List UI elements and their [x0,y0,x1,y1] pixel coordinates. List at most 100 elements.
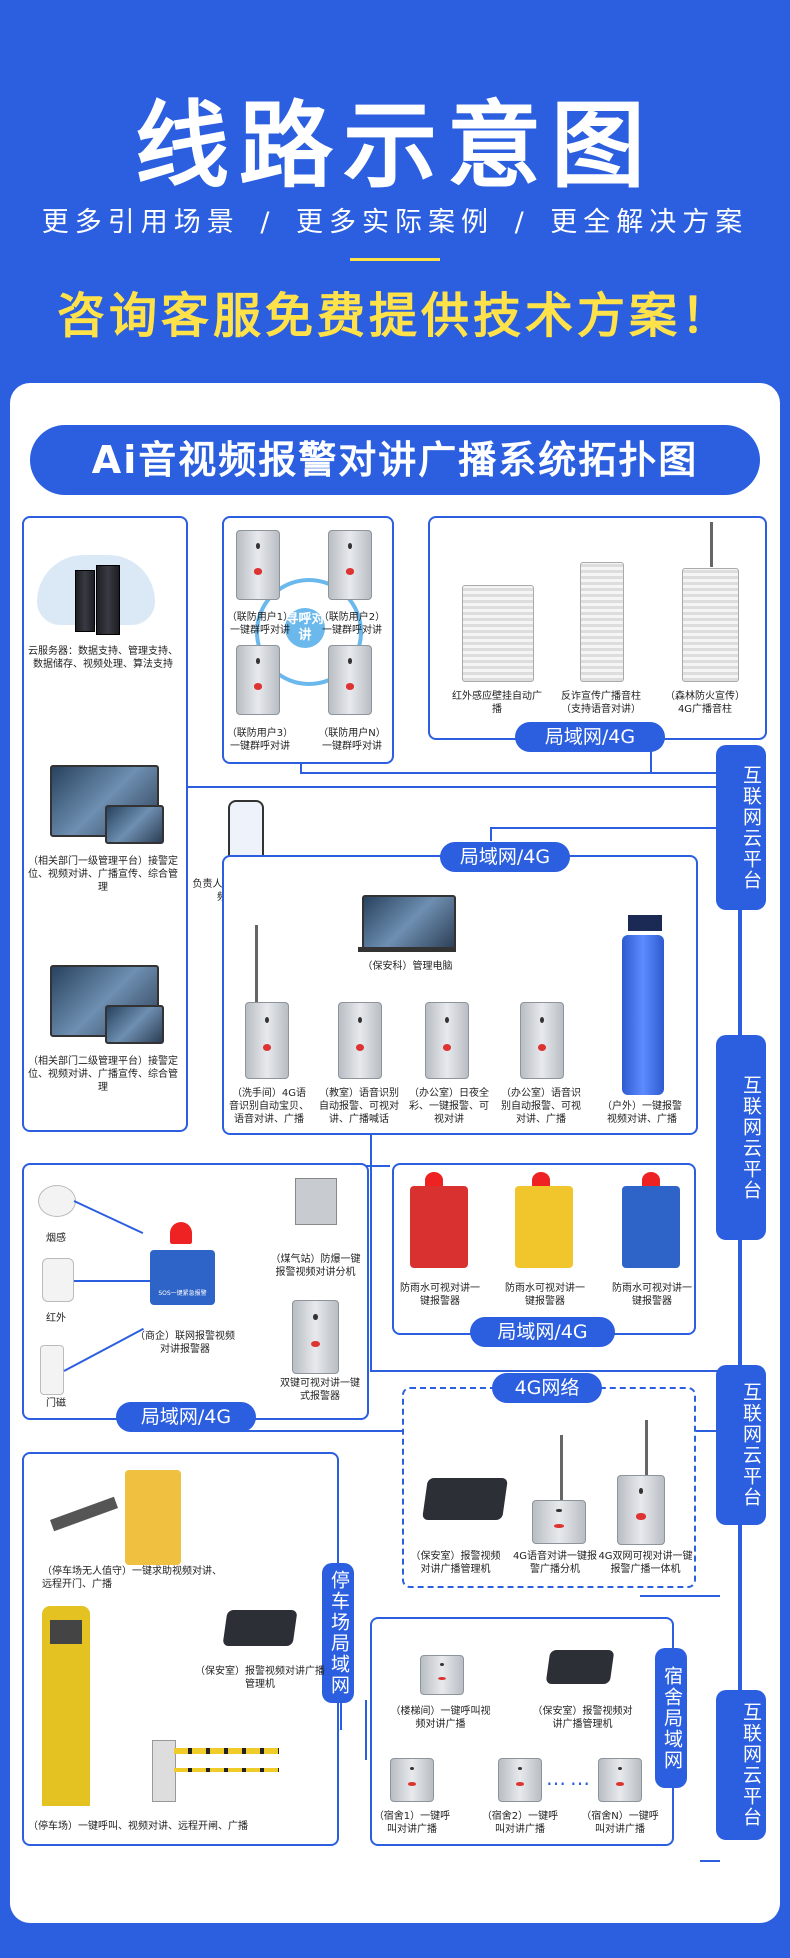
stair-caption: （楼梯间）一键呼叫视频对讲广播 [390,1706,491,1730]
topology-banner: Ai音视频报警对讲广播系统拓扑图 [30,425,760,495]
intercom-device-icon [520,1002,564,1079]
link-users-cloud [300,772,720,774]
gas-station-caption: （煤气站）防爆一键报警视频对讲分机 [270,1254,361,1278]
internet-cloud-bar-1: 互联网云平台 [716,745,766,910]
user-3-caption: （联防用户3）一键群呼对讲 [226,728,294,752]
dorm-panel [370,1617,674,1846]
blue-rainproof-alarm-icon [622,1186,680,1268]
4g-voice-caption: 4G语音对讲一键报警广播分机 [512,1551,598,1575]
lan-4g-label-1: 局域网/4G [515,722,665,752]
infrared-sensor-icon [42,1258,74,1302]
explosion-proof-box-icon [295,1178,337,1225]
platform-1-caption: （相关部门一级管理平台）接警定位、视频对讲、广播宣传、综合管理 [28,856,178,893]
laptop-icon [105,1005,164,1044]
console-icon [545,1650,615,1684]
alarm-light-icon [170,1222,192,1244]
smoke-detector-icon [38,1185,76,1217]
intercom-device-icon [328,645,372,715]
door-magnet-icon [40,1345,64,1395]
rainproof-3-caption: 防雨水可视对讲一键报警器 [612,1283,692,1307]
antenna-icon [255,925,258,1005]
server-rack-icon [96,565,120,635]
antenna-icon [645,1420,648,1475]
laptop-base [358,947,456,952]
4g-dual-caption: 4G双网可视对讲一键报警广播一体机 [598,1551,693,1575]
sensor-link [74,1280,150,1282]
group-call-hub: 寻呼对讲 [285,608,325,648]
parking-lan-bar: 停车场局域网 [322,1563,354,1703]
cloud-trunk-line [738,910,742,1690]
video-intercom-icon [425,1002,469,1079]
link-merchant-rain [370,1115,372,1370]
link-merchant-right [365,1165,390,1167]
user-1-caption: （联防用户1）一键群呼对讲 [226,612,294,636]
laptop-icon [362,895,456,951]
campus-device-panel [222,855,698,1135]
page-title: 线路示意图 [134,92,655,201]
alarm-light-icon [532,1172,550,1188]
internet-cloud-bar-4: 互联网云平台 [716,1690,766,1840]
server-rack-icon [75,570,95,632]
antenna-icon [560,1435,563,1500]
intercom-device-icon [245,1002,289,1079]
user-n-caption: （联防用户N）一键群呼对讲 [318,728,386,752]
link-parking-dorm [365,1700,367,1760]
rainproof-1-caption: 防雨水可视对讲一键报警器 [400,1283,480,1307]
campus-device-1-caption: （洗手间）4G语音识别自动宝贝、语音对讲、广播 [229,1088,309,1125]
parking-console-caption: （保安室）报警视频对讲广播管理机 [195,1666,325,1690]
link-dorm-cloud [700,1860,720,1862]
campus-device-2-caption: （教室）语音识别自动报警、可视对讲、广播喊话 [319,1088,399,1125]
link-campus-down [490,827,492,841]
link-4g-cloud [640,1595,720,1597]
red-rainproof-alarm-icon [410,1186,468,1268]
dual-button-alarm-icon [292,1300,339,1374]
barrier-fence-icon [174,1768,279,1772]
laptop-icon [105,805,164,844]
user-2-caption: （联防用户2）一键群呼对讲 [318,612,386,636]
4g-console-caption: （保安室）报警视频对讲广播管理机 [410,1551,501,1575]
dorm-2-caption: （宿舍2）一键呼叫对讲广播 [481,1811,559,1835]
stair-intercom-icon [420,1655,464,1695]
link-campus-cloud [490,827,720,829]
link-left-cloud [185,786,720,788]
dual-button-caption: 双键可视对讲一键式报警器 [280,1378,360,1402]
dorm-1-caption: （宿舍1）一键呼叫对讲广播 [373,1811,451,1835]
outdoor-alarm-pole-icon [622,935,664,1095]
lan-4g-label-2: 局域网/4G [440,842,570,872]
lan-4g-label-4: 局域网/4G [470,1317,615,1347]
dorm-lan-bar: 宿舍局域网 [655,1648,687,1788]
solar-panel-icon [628,915,662,931]
intercom-device-icon [236,530,280,600]
4g-dual-network-icon [617,1475,665,1545]
barrier-arm-icon [174,1748,279,1754]
wall-speaker-icon [462,585,534,682]
smoke-caption: 烟感 [46,1233,66,1244]
speaker-2-caption: 反诈宣传广播音柱（支持语音对讲） [561,691,641,715]
speaker-3-caption: （森林防火宣传）4G广播音柱 [665,691,745,715]
security-pc-caption: （保安科）管理电脑 [362,961,453,972]
unattended-intercom-icon [125,1470,181,1565]
control-room-screen-icon [50,965,159,1037]
barrier-cabinet-icon [152,1740,176,1802]
camera-screen-icon [50,1620,82,1644]
dorm-intercom-icon [498,1758,542,1802]
4g-column-speaker-icon [682,568,739,682]
campus-device-5-caption: （户外）一键报警视频对讲、广播 [602,1101,682,1125]
dorm-intercom-icon [390,1758,434,1802]
column-speaker-icon [580,562,624,682]
page-subtitle: 更多引用场景 / 更多实际案例 / 更全解决方案 [41,207,749,238]
yellow-rainproof-alarm-icon [515,1186,573,1268]
dorm-intercom-icon [598,1758,642,1802]
alarm-light-icon [642,1172,660,1188]
consult-cta[interactable]: 咨询客服免费提供技术方案！ [56,288,733,344]
parking-lot-caption: （停车场）一键呼叫、视频对讲、远程开闸、广播 [28,1821,248,1832]
alarm-light-icon [425,1172,443,1188]
cloud-server-caption: 云服务器：数据支持、管理支持、数据储存、视频处理、算法支持 [28,646,178,670]
infrared-caption: 红外 [46,1313,66,1324]
networked-alarm-box-icon: SOS一键紧急报警 [150,1250,215,1305]
dorm-console-caption: （保安室）报警视频对讲广播管理机 [532,1706,633,1730]
campus-device-4-caption: （办公室）语音识别自动报警、可视对讲、广播 [501,1088,581,1125]
intercom-device-icon [338,1002,382,1079]
title-divider [350,258,440,261]
link-rain-cloud [370,1370,720,1372]
